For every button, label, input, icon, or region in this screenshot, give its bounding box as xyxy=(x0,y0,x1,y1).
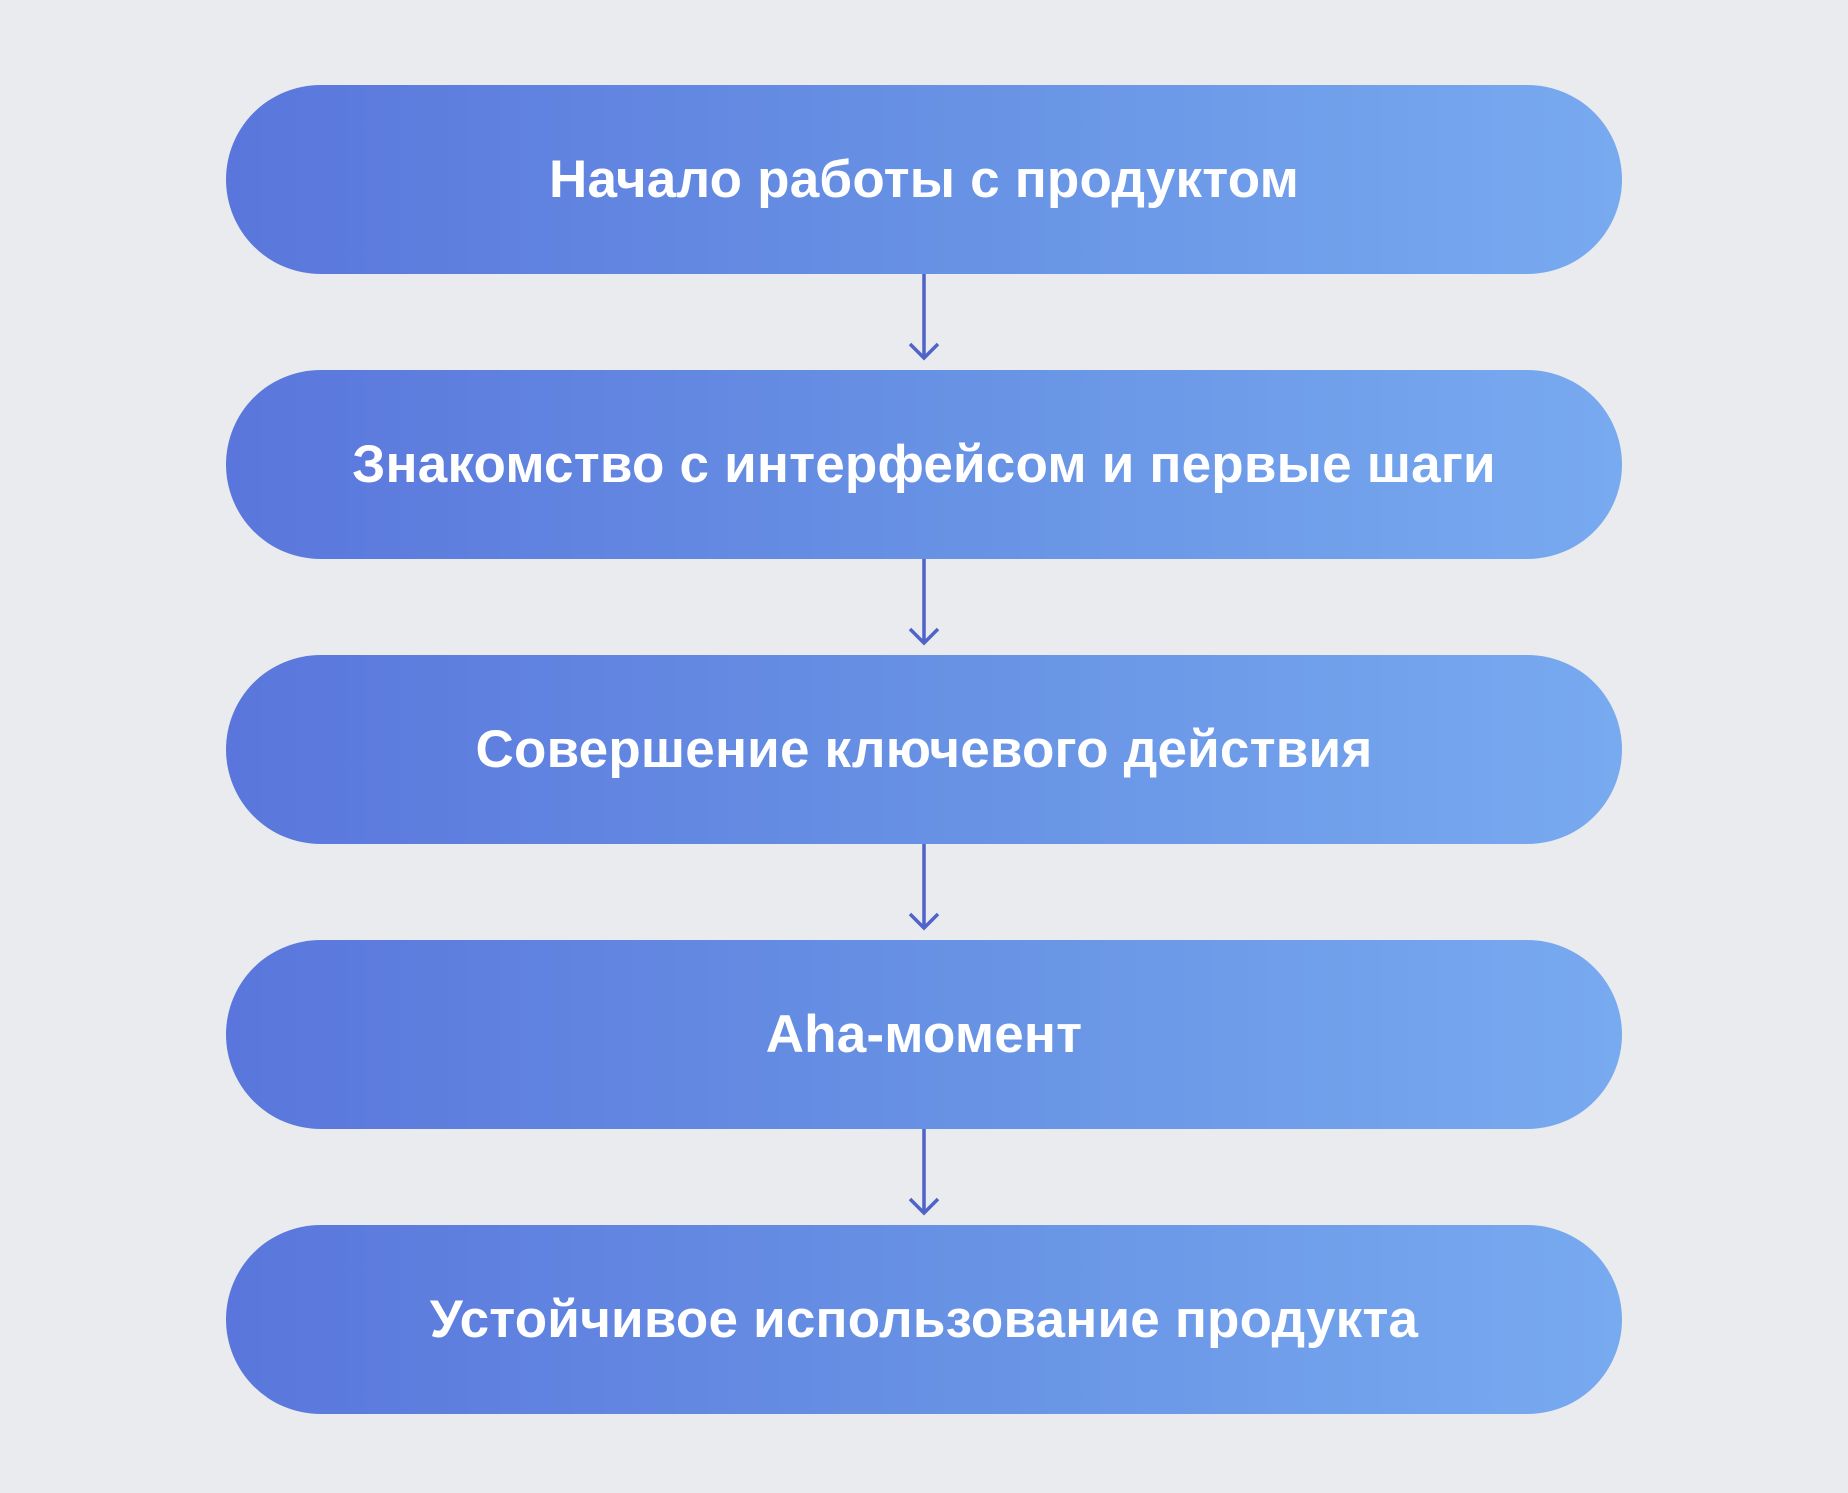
step-box-1: Начало работы с продуктом xyxy=(226,85,1622,274)
connector-2 xyxy=(226,559,1622,655)
arrow-down-icon xyxy=(908,1129,940,1216)
arrow-down-icon xyxy=(908,274,940,361)
step-label-4: Aha-момент xyxy=(765,1005,1083,1064)
connector-4 xyxy=(226,1129,1622,1225)
step-label-3: Совершение ключевого действия xyxy=(475,720,1373,779)
arrow-down-icon xyxy=(908,559,940,646)
step-box-3: Совершение ключевого действия xyxy=(226,655,1622,844)
step-label-1: Начало работы с продуктом xyxy=(548,150,1300,209)
step-box-4: Aha-момент xyxy=(226,940,1622,1129)
step-label-5: Устойчивое использование продукта xyxy=(429,1290,1419,1349)
step-label-2: Знакомство с интерфейсом и первые шаги xyxy=(352,435,1496,494)
connector-3 xyxy=(226,844,1622,940)
flow-diagram: Начало работы с продуктом Знакомство с и… xyxy=(226,85,1622,1414)
arrow-down-icon xyxy=(908,844,940,931)
step-box-2: Знакомство с интерфейсом и первые шаги xyxy=(226,370,1622,559)
connector-1 xyxy=(226,274,1622,370)
step-box-5: Устойчивое использование продукта xyxy=(226,1225,1622,1414)
